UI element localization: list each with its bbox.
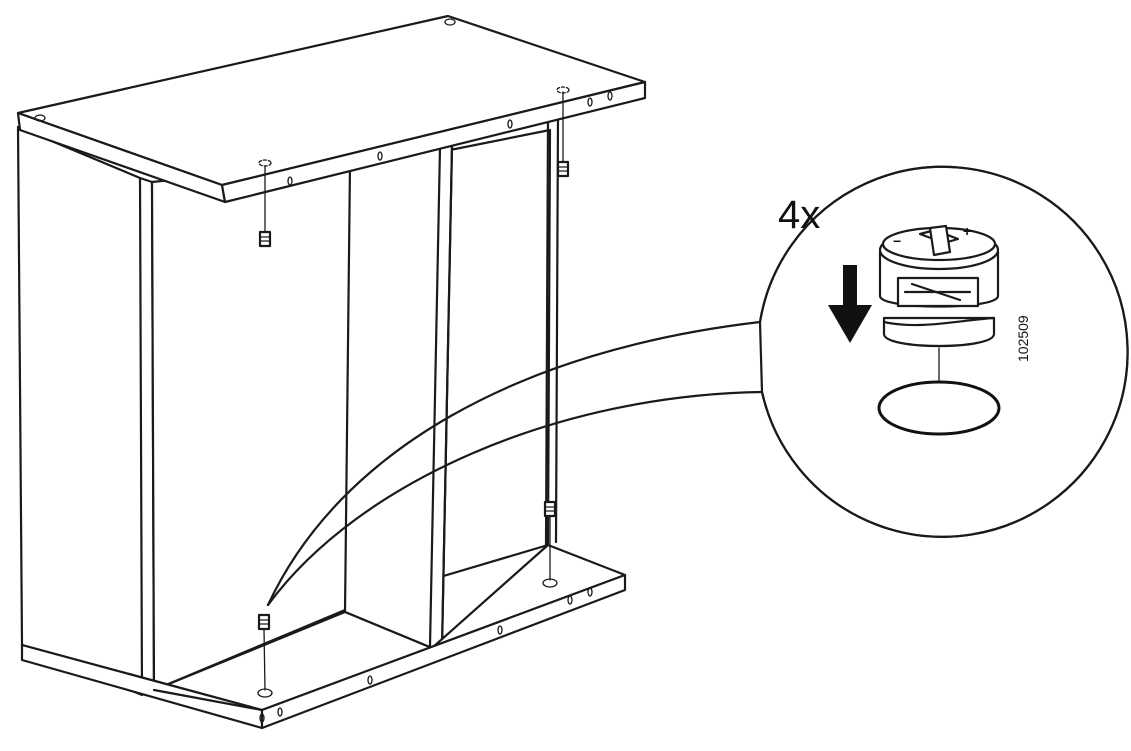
cabinet [16,14,647,730]
part-number: 102509 [1015,315,1031,362]
cam-bolt-bottom-right [543,500,557,581]
cam-bolt-bottom-left [257,613,271,691]
cam-bolt-icon [258,230,272,248]
middle-divider [343,144,454,650]
arrow-down-icon [828,265,872,343]
cam-lock-icon: − + [878,223,1000,348]
quantity-label: 4x [778,193,820,237]
right-side-panel [544,114,560,547]
minus-sign: − [893,233,901,249]
cam-bolt-icon [257,613,271,631]
cam-hole [877,380,1001,436]
plus-sign: + [963,223,971,239]
top-panel [16,14,647,204]
cam-bolt-top-right [556,91,570,178]
cam-bolt-icon [543,500,557,518]
cam-bolt-top-left [258,165,272,248]
left-side-panel [16,125,144,697]
bottom-panel [20,543,627,730]
detail-circle: 4x − + [758,165,1129,538]
cam-bolt-icon [556,160,570,178]
callout-wedge [266,320,764,607]
